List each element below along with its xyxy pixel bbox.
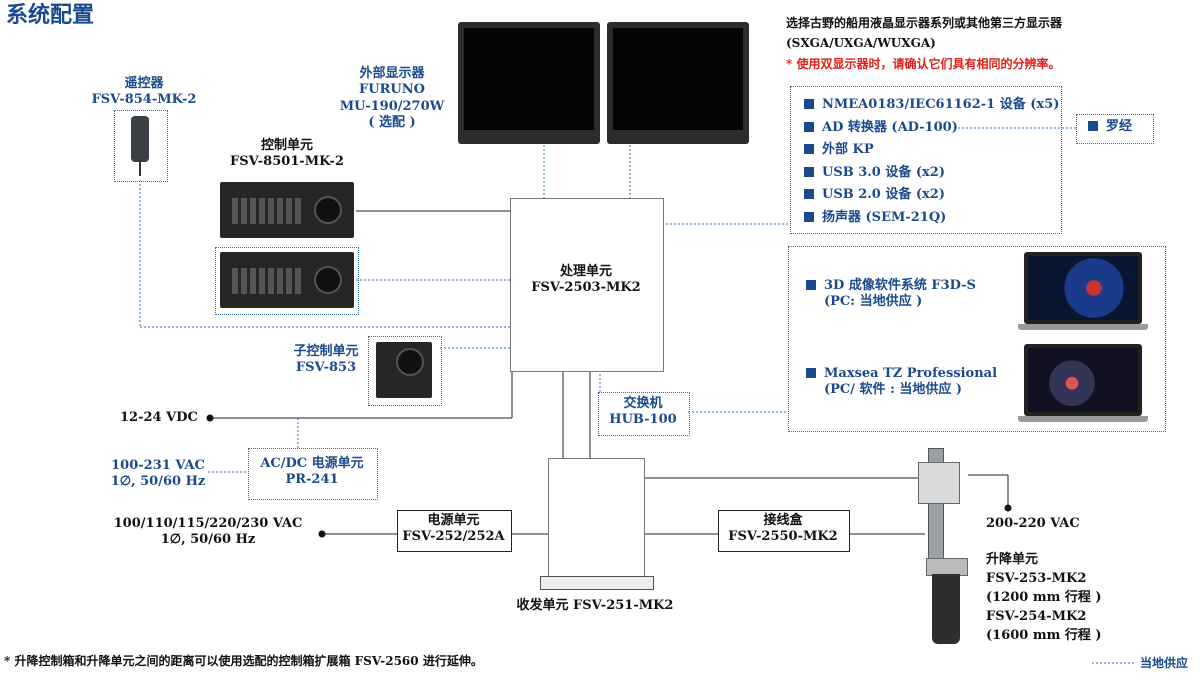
remote-name: 遥控器 [124,76,164,91]
junction-label: 接线盒 FSV-2550-MK2 [718,513,848,546]
trackball-icon [314,266,342,294]
hoist-model1: FSV-253-MK2 [986,571,1087,586]
mains-line1: 100/110/115/220/230 VAC [113,516,303,531]
laptop-icon [1018,252,1148,332]
software-frame [788,246,1166,432]
io-item: 扬声器 (SEM-21Q) [804,207,1059,230]
io-list-frame [790,86,1062,234]
monitor-note-warning: * 使用双显示器时，请确认它们具有相同的分辨率。 [786,57,1061,71]
bullet-square-icon [804,121,814,132]
software-item-f3d: 3D 成像软件系统 F3D-S (PC: 当地供应 ) [806,278,976,311]
remote-frame [114,110,168,182]
bullet-square-icon [806,368,816,378]
control-unit-model: FSV-8501-MK-2 [230,154,344,170]
remote-label: 遥控器 FSV-854-MK-2 [84,76,204,109]
control-unit-panel-2-frame [215,247,359,315]
dc-power-label: 12-24 VDC [120,410,198,425]
keypad-icon [232,198,302,224]
hoist-power-label: 200-220 VAC [986,516,1080,531]
sub-control-name: 子控制单元 [293,344,359,359]
control-unit-panel-1 [220,182,354,238]
compass-item: 罗经 [1088,119,1132,135]
remote-cable-icon [139,160,141,176]
control-unit-label: 控制单元 FSV-8501-MK-2 [212,138,362,171]
remote-device-icon [131,116,149,162]
bullet-square-icon [804,99,814,109]
hub-name: 交换机 [623,396,663,411]
trackball-icon [396,348,424,376]
junction-box [718,510,850,552]
bullet-square-icon [804,166,814,177]
processor-label: 处理单元 FSV-2503-MK2 [510,264,662,297]
remote-model: FSV-854-MK-2 [91,92,197,108]
io-item: USB 2.0 设备 (x2) [804,184,1059,207]
ac-input-line1: 100-231 VAC [111,458,205,473]
trackball-icon [314,196,342,224]
io-item: USB 3.0 设备 (x2) [804,162,1059,185]
junction-model: FSV-2550-MK2 [728,529,838,545]
acdc-unit-label: AC/DC 电源单元 PR-241 [248,456,376,489]
junction-name: 接线盒 [763,513,803,528]
bullet-square-icon [806,280,816,290]
io-item: NMEA0183/IEC61162-1 设备 (x5) [804,94,1059,117]
hoist-stroke1: (1200 mm 行程 ) [986,590,1102,605]
hoist-name: 升降单元 [986,552,1039,567]
control-unit-panel-2 [220,252,354,308]
compass-frame [1076,114,1154,144]
sub-control-frame [368,336,442,406]
acdc-unit-name: AC/DC 电源单元 [260,456,364,471]
sub-control-device [376,342,432,398]
io-list: NMEA0183/IEC61162-1 设备 (x5) AD 转换器 (AD-1… [804,94,1059,229]
sub-control-model: FSV-853 [295,360,357,376]
acdc-unit-model: PR-241 [285,472,339,488]
monitor-label: 外部显示器 FURUNO MU-190/270W ( 选配 ) [332,66,452,131]
legend-local-supply: 当地供应 [1140,656,1189,670]
power-unit-model: FSV-252/252A [402,529,505,545]
power-unit [397,510,512,552]
monitor-note-line1: 选择古野的船用液晶显示器系列或其他第三方显示器 [786,16,1063,30]
monitor-1 [458,22,600,144]
transceiver-base [540,576,654,590]
mains-label: 100/110/115/220/230 VAC 1∅, 50/60 Hz [110,516,306,549]
hoist-stroke2: (1600 mm 行程 ) [986,628,1102,643]
ac-input-line2: 1∅, 50/60 Hz [110,474,206,490]
bullet-square-icon [1088,121,1098,131]
footnote: * 升降控制箱和升降单元之间的距离可以使用选配的控制箱扩展箱 FSV-2560 … [4,654,483,668]
hub-label: 交换机 HUB-100 [598,396,688,429]
bullet-square-icon [804,144,814,154]
monitor-line4: ( 选配 ) [368,114,416,130]
hoist-unit-icon [914,448,974,644]
monitor-note-line2: (SXGA/UXGA/WUXGA) [786,36,936,50]
processor-name: 处理单元 [559,264,612,279]
software-item-maxsea: Maxsea TZ Professional (PC/ 软件 : 当地供应 ) [806,366,997,399]
power-unit-label: 电源单元 FSV-252/252A [397,513,510,546]
hoist-label: 升降单元 FSV-253-MK2 (1200 mm 行程 ) FSV-254-M… [986,550,1102,645]
monitor-line3: MU-190/270W [339,98,445,114]
ac-input-label: 100-231 VAC 1∅, 50/60 Hz [100,458,216,491]
power-unit-name: 电源单元 [427,513,480,528]
page-title: 系统配置 [6,2,95,28]
mains-line2: 1∅, 50/60 Hz [160,532,256,548]
hoist-model2: FSV-254-MK2 [986,609,1087,624]
acdc-unit-frame [248,448,378,500]
control-unit-name: 控制单元 [260,138,313,153]
transceiver-label: 收发单元 FSV-251-MK2 [516,598,674,613]
bullet-square-icon [804,211,814,222]
io-item: 外部 KP [804,139,1059,162]
keypad-icon [232,268,302,294]
monitor-2 [607,22,749,144]
processor-unit [510,198,664,372]
monitor-line1: 外部显示器 [359,66,425,81]
monitor-line2: FURUNO [359,82,425,98]
laptop-icon [1018,344,1148,424]
transceiver-unit [548,458,645,578]
io-item: AD 转换器 (AD-100) [804,117,1059,140]
sub-control-label: 子控制单元 FSV-853 [276,344,376,377]
hub-frame [598,392,690,436]
hub-model: HUB-100 [609,412,677,428]
processor-model: FSV-2503-MK2 [531,280,641,296]
bullet-square-icon [804,189,814,199]
